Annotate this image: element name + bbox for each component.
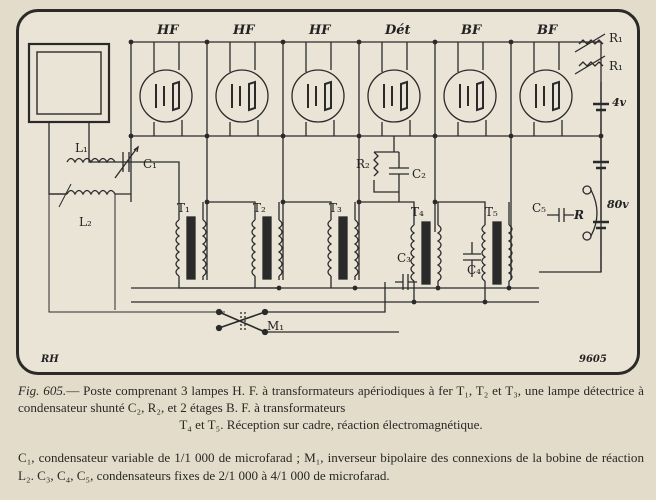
battery-4v (593, 82, 609, 136)
tube-6 (519, 69, 573, 123)
figure-label: Fig. 605. (18, 383, 67, 398)
transformer-T1 (175, 216, 207, 280)
label-T1: T₁ (177, 201, 190, 215)
label-T4: T₄ (411, 205, 424, 219)
circuit-diagram: HF HF HF Dét BF BF R₁ R₁ L₁ C₁ L₂ T₁ T₂ … (27, 23, 629, 365)
transformer-T5 (481, 221, 513, 285)
label-R1-top: R₁ (609, 31, 623, 45)
stage-label-2: HF (232, 23, 255, 38)
capacitor-C5 (547, 208, 574, 222)
label-R2: R₂ (356, 157, 370, 171)
label-M1: M₁ (267, 319, 284, 333)
label-80v: 80v (607, 198, 629, 211)
caption-line-1: — Poste comprenant 3 lampes H. F. à tran… (18, 383, 644, 415)
stage-label-6: BF (536, 23, 558, 38)
label-C3: C₃ (397, 251, 411, 265)
figure-caption: Fig. 605.— Poste comprenant 3 lampes H. … (18, 382, 644, 433)
stage-label-3: HF (308, 23, 331, 38)
stage-label-1: HF (156, 23, 179, 38)
tube-1 (139, 69, 193, 123)
coil-L2 (49, 189, 131, 196)
capacitor-C3 (395, 274, 417, 290)
capacitor-C1 (114, 145, 139, 179)
label-C5: C₅ (532, 201, 546, 215)
schematic-plate: HF HF HF Dét BF BF R₁ R₁ L₁ C₁ L₂ T₁ T₂ … (16, 9, 640, 375)
signature-right: 9605 (579, 354, 607, 365)
frame-antenna-inner (36, 51, 102, 115)
tube-5 (443, 69, 497, 123)
coil-L1 (66, 157, 116, 164)
rheostat-R1 (574, 55, 606, 75)
caption-line-2: T₄ et T₅. Réception sur cadre, réaction … (179, 417, 483, 432)
tube-3 (291, 69, 345, 123)
label-C2: C₂ (412, 167, 426, 181)
label-C4: C₄ (467, 263, 481, 277)
capacitor-C4 (463, 242, 481, 277)
label-T3: T₃ (329, 201, 342, 215)
figure-legend: C₁, condensateur variable de 1/1 000 de … (18, 450, 644, 483)
capacitor-C2 (389, 152, 409, 202)
label-C1: C₁ (143, 157, 157, 171)
label-R: R (573, 208, 584, 222)
transformer-T3 (327, 216, 359, 280)
stage-label-5: BF (460, 23, 482, 38)
transformer-T4 (410, 221, 442, 285)
switch-M1 (215, 308, 269, 336)
label-R1: R₁ (609, 59, 623, 73)
frame-antenna (27, 42, 111, 124)
label-T5: T₅ (485, 205, 498, 219)
signature-left: RH (40, 354, 59, 365)
label-4v: 4v (612, 96, 627, 109)
headphones-R (582, 185, 598, 241)
rheostat-R1-top (574, 33, 606, 53)
label-L2: L₂ (79, 215, 92, 229)
tube-2 (215, 69, 269, 123)
transformer-T2 (251, 216, 283, 280)
tube-4 (367, 69, 421, 123)
battery-80v (593, 136, 609, 272)
label-T2: T₂ (253, 201, 266, 215)
resistor-R2 (373, 151, 379, 177)
stage-label-4: Dét (384, 23, 411, 38)
label-L1: L₁ (75, 141, 88, 155)
